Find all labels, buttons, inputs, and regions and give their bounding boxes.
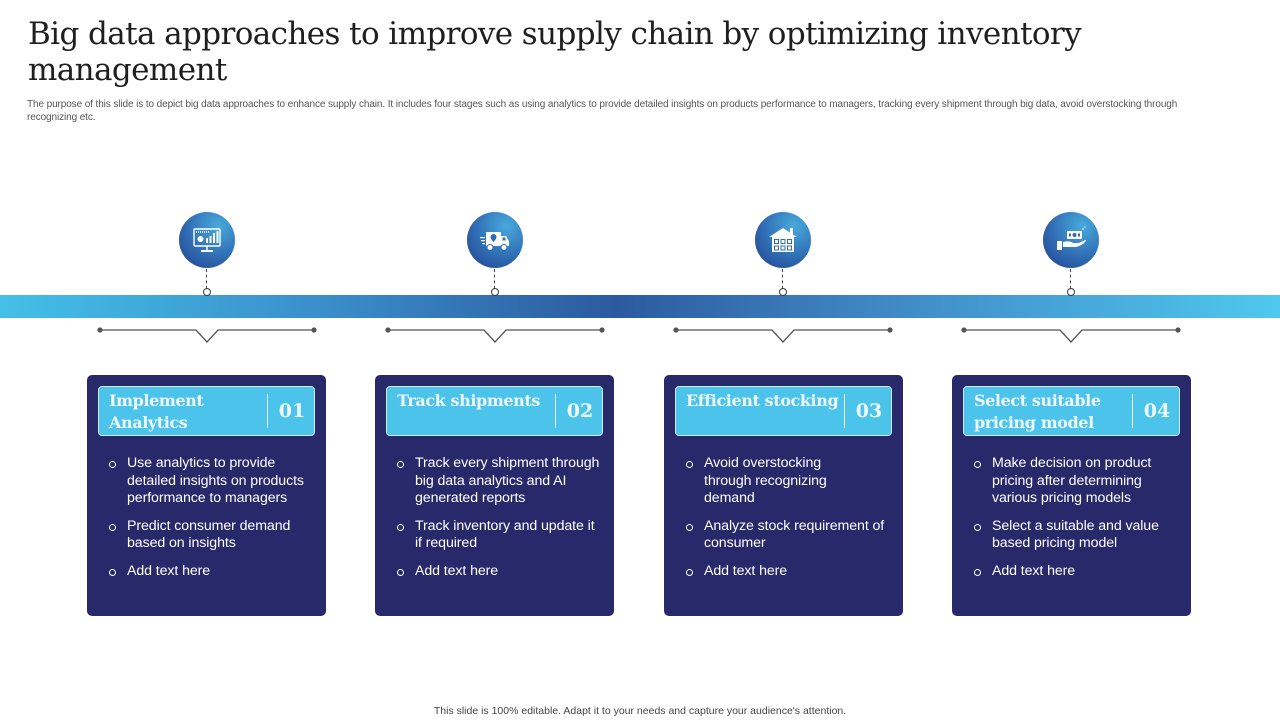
circle-bullet-icon xyxy=(686,523,693,531)
timeline-node xyxy=(491,288,499,296)
slide-footer: This slide is 100% editable. Adapt it to… xyxy=(433,705,847,717)
card-header: Track shipments 02 xyxy=(386,386,603,436)
header-divider xyxy=(555,394,556,428)
circle-bullet-icon xyxy=(686,461,693,468)
bullet-item: Make decision on product pricing after d… xyxy=(972,455,1182,508)
bullet-list: Avoid overstocking through recognizing d… xyxy=(684,455,894,590)
card-title: Track shipments xyxy=(397,391,540,410)
circle-bullet-icon xyxy=(974,461,981,468)
stage-number: 01 xyxy=(278,400,306,422)
card-title: Implement Analytics xyxy=(109,391,204,432)
timeline-node xyxy=(779,288,787,296)
connector-line xyxy=(494,269,495,289)
card-title: Select suitable pricing model xyxy=(974,391,1101,432)
bullet-item: Analyze stock requirement of consumer xyxy=(684,518,894,553)
stage-number: 02 xyxy=(566,400,594,422)
stage-card-implement-analytics: Implement Analytics 01 Use analytics to … xyxy=(87,375,326,616)
circle-bullet-icon xyxy=(974,523,981,531)
circle-bullet-icon xyxy=(686,568,693,576)
timeline-bar xyxy=(0,295,1280,318)
connector-line xyxy=(1070,269,1071,289)
bullet-item: Use analytics to provide detailed insigh… xyxy=(107,455,317,508)
bullet-list: Track every shipment through big data an… xyxy=(395,455,605,590)
bullet-item: Track inventory and update it if require… xyxy=(395,518,605,553)
bullet-item: Add text here xyxy=(107,563,317,581)
circle-bullet-icon xyxy=(397,568,404,576)
bullet-list: Use analytics to provide detailed insigh… xyxy=(107,455,317,590)
bracket-connector xyxy=(673,327,893,343)
connector-line xyxy=(782,269,783,289)
bracket-connector xyxy=(961,327,1181,343)
stage-number: 04 xyxy=(1143,400,1171,422)
bullet-item: Select a suitable and value based pricin… xyxy=(972,518,1182,553)
stage-card-efficient-stocking: Efficient stocking 03 Avoid overstocking… xyxy=(664,375,903,616)
circle-bullet-icon xyxy=(974,568,981,576)
bullet-item: Add text here xyxy=(395,563,605,581)
connector-line xyxy=(206,269,207,289)
stage-card-track-shipments: Track shipments 02 Track every shipment … xyxy=(375,375,614,616)
bullet-list: Make decision on product pricing after d… xyxy=(972,455,1182,590)
delivery-truck-icon xyxy=(467,212,523,268)
circle-bullet-icon xyxy=(397,461,404,468)
bullet-item: Track every shipment through big data an… xyxy=(395,455,605,508)
stage-number: 03 xyxy=(855,400,883,422)
header-divider xyxy=(1132,394,1133,428)
header-divider xyxy=(844,394,845,428)
timeline-node xyxy=(203,288,211,296)
money-hand-icon xyxy=(1043,212,1099,268)
card-title: Efficient stocking xyxy=(686,391,839,410)
analytics-monitor-icon xyxy=(179,212,235,268)
stage-card-pricing-model: Select suitable pricing model 04 Make de… xyxy=(952,375,1191,616)
circle-bullet-icon xyxy=(109,523,116,531)
bracket-connector xyxy=(385,327,605,343)
slide-subtitle: The purpose of this slide is to depict b… xyxy=(27,99,1178,123)
bullet-item: Avoid overstocking through recognizing d… xyxy=(684,455,854,508)
circle-bullet-icon xyxy=(397,523,404,531)
bracket-connector xyxy=(97,327,317,343)
card-header: Efficient stocking 03 xyxy=(675,386,892,436)
bullet-item: Add text here xyxy=(684,563,894,581)
circle-bullet-icon xyxy=(109,568,116,576)
card-header: Select suitable pricing model 04 xyxy=(963,386,1180,436)
warehouse-icon xyxy=(755,212,811,268)
bullet-item: Predict consumer demand based on insight… xyxy=(107,518,317,553)
card-header: Implement Analytics 01 xyxy=(98,386,315,436)
timeline-node xyxy=(1067,288,1075,296)
bullet-item: Add text here xyxy=(972,563,1182,581)
slide-title: Big data approaches to improve supply ch… xyxy=(28,16,1082,88)
circle-bullet-icon xyxy=(109,461,116,468)
header-divider xyxy=(267,394,268,428)
